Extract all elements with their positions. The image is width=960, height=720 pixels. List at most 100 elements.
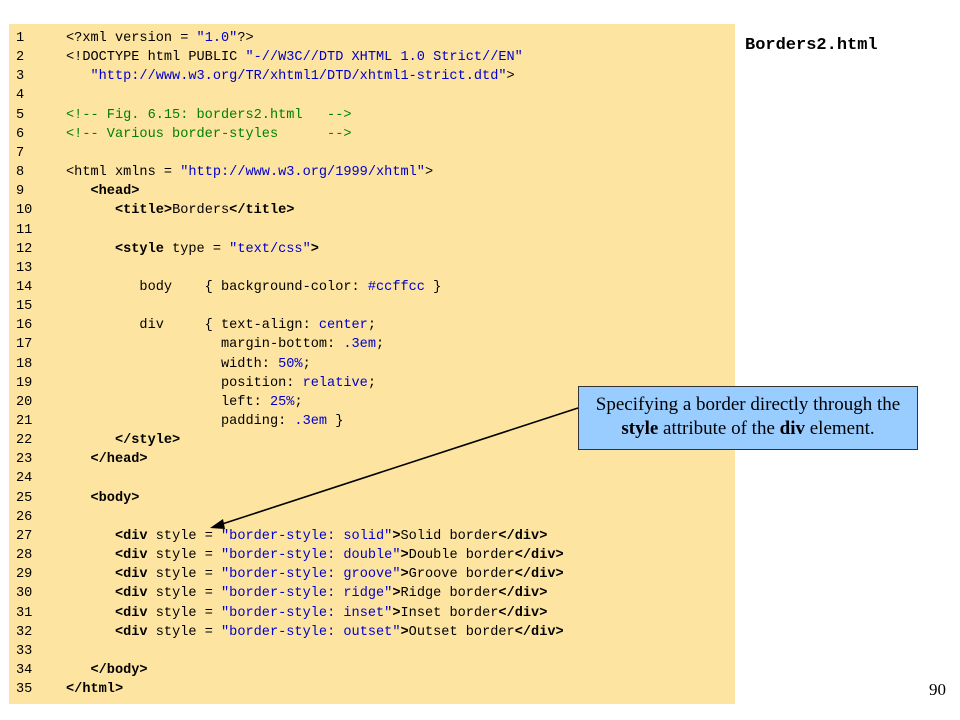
code-token: body { background-color:	[66, 279, 368, 295]
code-text: <!-- Fig. 6.15: borders2.html -->	[66, 106, 352, 125]
code-token: </div>	[514, 624, 564, 640]
code-token: "border-style: double"	[221, 548, 401, 564]
line-number: 21	[16, 414, 33, 429]
code-text: </head>	[66, 450, 148, 469]
code-text: margin-bottom: .3em;	[66, 335, 384, 354]
code-text: <div style = "border-style: outset">Outs…	[66, 623, 564, 642]
code-line: 17 margin-bottom: .3em;	[9, 335, 735, 354]
page-number: 90	[929, 680, 946, 699]
code-token: <?xml version =	[66, 31, 197, 46]
code-token	[66, 625, 115, 640]
code-token	[66, 491, 90, 506]
code-token: Ridge border	[400, 586, 499, 602]
code-token: margin-bottom:	[66, 337, 344, 353]
code-token: <!-- Various border-styles -->	[66, 126, 352, 142]
code-text: </html>	[66, 680, 123, 699]
code-token: "border-style: inset"	[221, 605, 393, 621]
code-token: style =	[147, 528, 222, 544]
line-number: 13	[16, 260, 33, 276]
code-token: 25%	[269, 394, 295, 410]
callout-bold-div: div	[779, 418, 805, 439]
code-line: 24	[9, 469, 735, 488]
code-token: </div>	[498, 586, 548, 602]
code-text: <?xml version = "1.0"?>	[66, 29, 254, 48]
code-token: </head>	[90, 452, 148, 468]
line-number: 10	[16, 203, 33, 219]
code-token	[66, 586, 115, 601]
code-token: "text/css"	[229, 241, 311, 257]
code-line: 18 width: 50%;	[9, 355, 735, 374]
code-text: </body>	[66, 661, 147, 680]
code-token: </div>	[498, 528, 548, 544]
code-text: left: 25%;	[66, 393, 303, 412]
line-number: 3	[16, 69, 25, 85]
code-token: <div	[114, 624, 148, 640]
line-number: 31	[16, 605, 33, 621]
code-line: 7	[9, 144, 735, 163]
code-token: <div	[114, 528, 148, 544]
code-line: 25 <body>	[9, 489, 735, 508]
code-line: 27 <div style = "border-style: solid">So…	[9, 527, 735, 546]
callout-box: Specifying a border directly through the…	[578, 386, 918, 450]
code-token: >	[392, 605, 401, 621]
code-line: 1<?xml version = "1.0"?>	[9, 29, 735, 48]
code-token: >	[400, 567, 409, 583]
code-token: "border-style: outset"	[221, 624, 401, 640]
callout-text-1: Specifying a border directly through the	[595, 394, 901, 415]
code-text: position: relative;	[66, 374, 376, 393]
code-text: <div style = "border-style: solid">Solid…	[66, 527, 547, 546]
code-token: "border-style: groove"	[221, 567, 401, 583]
code-token: padding:	[66, 414, 295, 429]
line-number: 33	[16, 643, 33, 659]
line-number: 35	[16, 682, 33, 698]
line-number: 18	[16, 356, 33, 372]
code-token: <!DOCTYPE html PUBLIC	[66, 50, 246, 66]
code-token: >	[424, 165, 434, 181]
code-token: Outset border	[408, 624, 515, 640]
code-token: >	[392, 586, 401, 602]
line-number: 14	[16, 279, 33, 295]
code-token: style =	[147, 605, 222, 621]
code-text: "http://www.w3.org/TR/xhtml1/DTD/xhtml1-…	[66, 67, 514, 86]
code-token	[66, 548, 115, 563]
line-number: 28	[16, 548, 33, 564]
code-token: </div>	[498, 605, 548, 621]
line-number: 5	[16, 107, 25, 123]
line-number: 8	[16, 165, 25, 181]
code-token: 50%	[278, 356, 303, 372]
code-token: "-//W3C//DTD XHTML 1.0 Strict//EN"	[245, 50, 523, 66]
code-text: div { text-align: center;	[66, 316, 376, 335]
code-text: width: 50%;	[66, 355, 311, 374]
code-line: 32 <div style = "border-style: outset">O…	[9, 623, 735, 642]
line-number: 23	[16, 452, 33, 468]
code-line: 6<!-- Various border-styles -->	[9, 125, 735, 144]
code-token	[66, 184, 90, 199]
code-token: "http://www.w3.org/1999/xhtml"	[180, 165, 425, 181]
line-number: 27	[16, 528, 33, 544]
line-number: 16	[16, 318, 33, 334]
code-line: 19 position: relative;	[9, 374, 735, 393]
code-token: style =	[147, 548, 222, 564]
code-line: 2<!DOCTYPE html PUBLIC "-//W3C//DTD XHTM…	[9, 48, 735, 67]
line-number: 17	[16, 337, 33, 353]
file-title: Borders2.html	[745, 36, 878, 55]
line-number: 19	[16, 375, 33, 391]
code-token: <head>	[90, 184, 140, 200]
code-token: >	[392, 528, 401, 544]
code-text: <div style = "border-style: double">Doub…	[66, 546, 564, 565]
line-number: 25	[16, 490, 33, 506]
code-token: <html xmlns =	[66, 165, 181, 181]
code-token: Double border	[408, 548, 515, 564]
code-line: 3 "http://www.w3.org/TR/xhtml1/DTD/xhtml…	[9, 67, 735, 86]
code-line: 15	[9, 297, 735, 316]
code-text: padding: .3em }	[66, 412, 343, 431]
code-line: 4	[9, 86, 735, 105]
line-number: 34	[16, 662, 33, 678]
code-token: position:	[66, 375, 303, 391]
code-token: ;	[294, 394, 303, 410]
line-number: 24	[16, 471, 33, 487]
line-number: 15	[16, 299, 33, 315]
line-number: 20	[16, 394, 33, 410]
code-text: <div style = "border-style: groove">Groo…	[66, 565, 564, 584]
code-line: 34 </body>	[9, 661, 735, 680]
